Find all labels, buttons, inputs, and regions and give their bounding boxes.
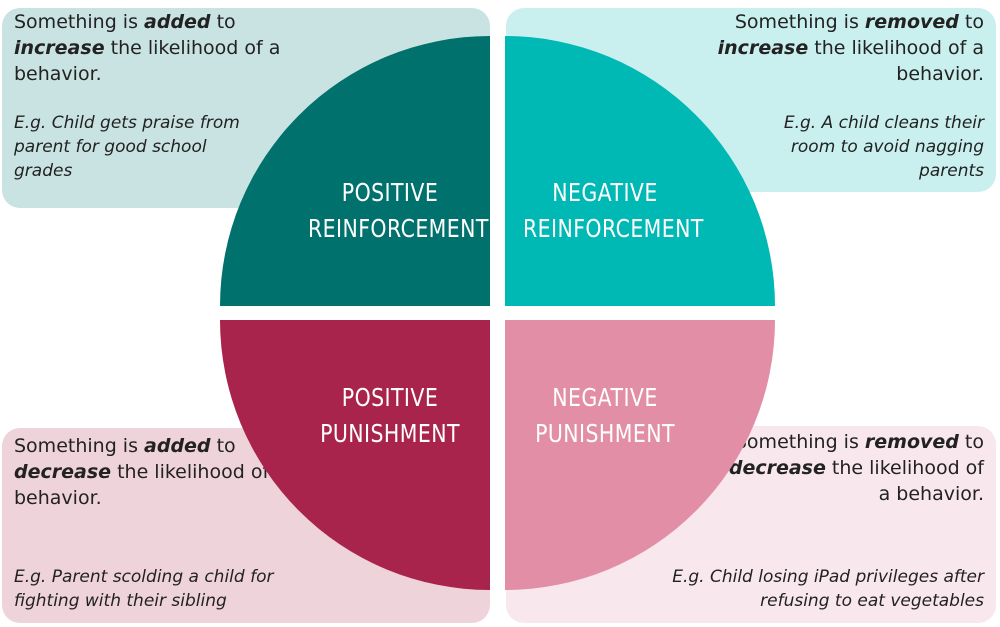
title-line-1: POSITIVE <box>341 178 439 207</box>
positive-punishment-description: Something is added to decrease the likel… <box>14 435 287 509</box>
positive-punishment-title: POSITIVE PUNISHMENT <box>308 380 472 452</box>
negative-reinforcement-example: E.g. A child cleans their room to avoid … <box>783 113 984 181</box>
positive-reinforcement-title: POSITIVE REINFORCEMENT <box>308 175 489 247</box>
positive-reinforcement-example: E.g. Child gets praise from parent for g… <box>14 113 240 181</box>
title-line-1: POSITIVE <box>341 383 439 412</box>
positive-reinforcement-description: Something is added to increase the likel… <box>14 11 281 85</box>
negative-reinforcement-title: NEGATIVE REINFORCEMENT <box>523 175 704 247</box>
title-line-2: PUNISHMENT <box>535 419 675 448</box>
negative-punishment-description: Something is removed to decrease the lik… <box>728 431 984 505</box>
negative-reinforcement-description: Something is removed to increase the lik… <box>717 11 984 85</box>
title-line-2: PUNISHMENT <box>320 419 460 448</box>
title-line-2: REINFORCEMENT <box>308 214 489 243</box>
title-line-2: REINFORCEMENT <box>523 214 704 243</box>
title-line-1: NEGATIVE <box>552 178 658 207</box>
negative-punishment-title: NEGATIVE PUNISHMENT <box>523 380 687 452</box>
title-line-1: NEGATIVE <box>552 383 658 412</box>
negative-punishment-example: E.g. Child losing iPad privileges after … <box>672 567 984 611</box>
positive-punishment-example: E.g. Parent scolding a child for fightin… <box>14 567 274 611</box>
